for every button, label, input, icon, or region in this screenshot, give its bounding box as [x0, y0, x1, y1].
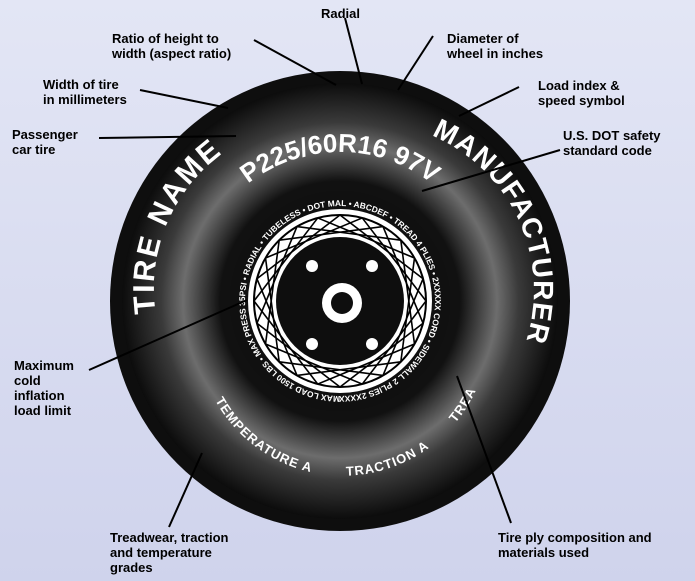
callout-aspect-ratio: Ratio of height to width (aspect ratio): [112, 31, 231, 61]
callout-passenger: Passenger car tire: [12, 127, 78, 157]
callout-ply: Tire ply composition and materials used: [498, 530, 652, 560]
callout-max-inflation: Maximum cold inflation load limit: [14, 358, 74, 418]
callout-load-index: Load index & speed symbol: [538, 78, 625, 108]
callout-dot: U.S. DOT safety standard code: [563, 128, 661, 158]
wheel: [248, 209, 432, 393]
lug-nut: [306, 338, 318, 350]
lug-nut: [306, 260, 318, 272]
center-hole: [331, 292, 353, 314]
leader-width: [140, 90, 228, 108]
leader-diameter: [398, 36, 433, 90]
lug-nut: [366, 338, 378, 350]
callout-radial: Radial: [321, 6, 360, 21]
lug-nut: [366, 260, 378, 272]
callout-grades: Treadwear, traction and temperature grad…: [110, 530, 229, 575]
leader-load-index: [459, 87, 519, 116]
callout-width: Width of tire in millimeters: [43, 77, 127, 107]
callout-diameter: Diameter of wheel in inches: [447, 31, 543, 61]
